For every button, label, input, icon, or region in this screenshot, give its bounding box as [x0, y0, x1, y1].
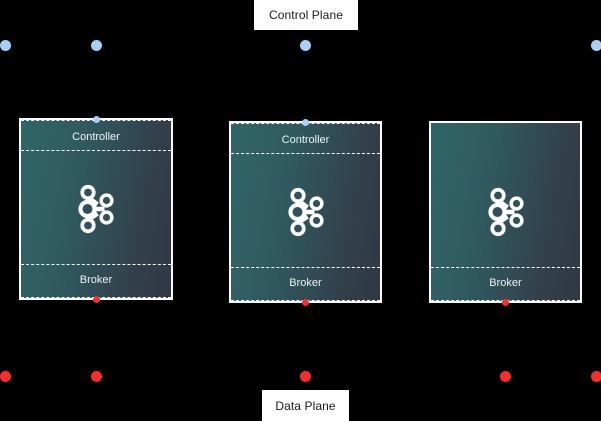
- node-1-data-port-dot[interactable]: [92, 295, 100, 303]
- kafka-logo-icon: [73, 182, 119, 236]
- data-plane-endpoint-dot[interactable]: [0, 370, 11, 382]
- node-1-broker-label: Broker: [79, 274, 113, 286]
- control-plane-endpoint-dot[interactable]: [590, 39, 601, 51]
- node-2-controller-divider: [231, 153, 380, 154]
- node-2-controller-label: Controller: [281, 134, 330, 146]
- data-plane-endpoint-dot[interactable]: [499, 370, 511, 382]
- node-3-data-port-dot[interactable]: [501, 298, 509, 306]
- node-1-controller-label: Controller: [72, 131, 120, 143]
- kafka-logo-icon: [283, 185, 329, 239]
- control-plane-label: Control Plane: [254, 0, 358, 30]
- control-plane-endpoint-dot[interactable]: [0, 39, 11, 51]
- node-1-controller-divider: [21, 150, 171, 151]
- node-2-data-port-dot[interactable]: [301, 298, 309, 306]
- node-2-broker-divider: [231, 267, 380, 268]
- node-1-control-port-dot[interactable]: [92, 115, 100, 123]
- node-3-broker-divider: [431, 267, 580, 268]
- data-plane-endpoint-dot[interactable]: [590, 370, 601, 382]
- node-1-broker-divider: [21, 264, 171, 265]
- control-plane-endpoint-dot[interactable]: [90, 39, 102, 51]
- node-box-3[interactable]: Broker: [429, 121, 582, 303]
- kafka-logo-icon: [483, 185, 529, 239]
- node-2-control-port-dot[interactable]: [301, 118, 309, 126]
- node-box-1[interactable]: Controller: [19, 118, 173, 300]
- data-plane-endpoint-dot[interactable]: [90, 370, 102, 382]
- data-plane-endpoint-dot[interactable]: [299, 370, 311, 382]
- data-plane-label: Data Plane: [262, 390, 349, 421]
- control-plane-endpoint-dot[interactable]: [299, 39, 311, 51]
- node-2-broker-label: Broker: [289, 277, 322, 289]
- node-box-2[interactable]: Controller: [229, 121, 382, 303]
- node-3-broker-label: Broker: [489, 277, 522, 289]
